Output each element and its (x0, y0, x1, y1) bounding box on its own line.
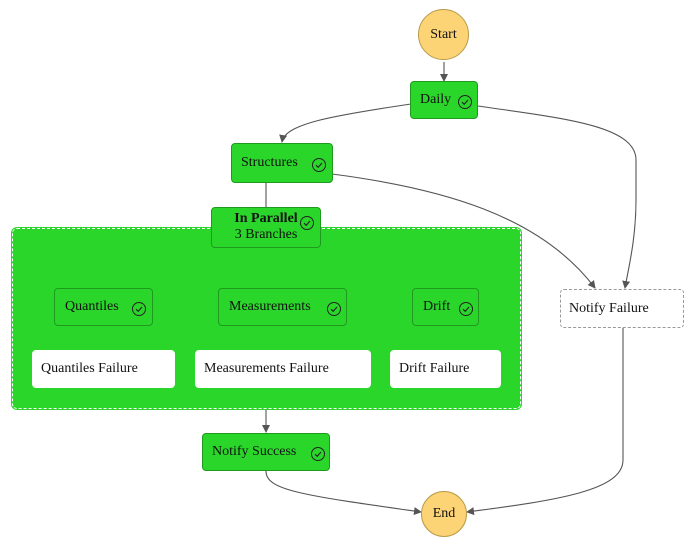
check-circle-icon (458, 95, 472, 109)
in-parallel-branches: 3 Branches (234, 227, 298, 242)
edge-structures-notify-failure (331, 173, 596, 289)
end-label: End (432, 506, 456, 521)
start-state[interactable]: Start (418, 9, 469, 60)
measurements-label: Measurements (229, 299, 311, 314)
end-state[interactable]: End (421, 491, 467, 537)
quantiles-label: Quantiles (65, 299, 119, 314)
quantiles-state[interactable]: Quantiles (54, 288, 153, 326)
in-parallel-title: In Parallel (234, 211, 298, 226)
check-circle-icon (311, 447, 325, 461)
edge-notify-failure-end (466, 328, 624, 516)
daily-state[interactable]: Daily (410, 81, 478, 119)
in-parallel-state[interactable]: In Parallel 3 Branches (211, 207, 321, 248)
quantiles-failure-state[interactable]: Quantiles Failure (32, 350, 175, 388)
edge-notify-success-end (265, 470, 422, 515)
edge-daily-notify-failure (477, 105, 637, 289)
notify-success-state[interactable]: Notify Success (202, 433, 330, 471)
drift-label: Drift (423, 299, 451, 314)
drift-failure-state[interactable]: Drift Failure (390, 350, 501, 388)
check-circle-icon (132, 302, 146, 316)
structures-state[interactable]: Structures (231, 143, 333, 183)
structures-label: Structures (241, 155, 298, 170)
check-circle-icon (327, 302, 341, 316)
notify-failure-label: Notify Failure (569, 300, 649, 316)
check-circle-icon (459, 302, 473, 316)
drift-state[interactable]: Drift (412, 288, 479, 326)
start-label: Start (430, 26, 457, 42)
drift-failure-label: Drift Failure (399, 361, 470, 376)
check-circle-icon (312, 158, 326, 172)
daily-label: Daily (420, 92, 452, 107)
measurements-failure-state[interactable]: Measurements Failure (195, 350, 371, 388)
measurements-state[interactable]: Measurements (218, 288, 347, 326)
notify-success-label: Notify Success (212, 444, 297, 459)
notify-failure-state[interactable]: Notify Failure (560, 289, 684, 328)
measurements-failure-label: Measurements Failure (204, 361, 329, 376)
quantiles-failure-label: Quantiles Failure (41, 361, 138, 376)
check-circle-icon (300, 216, 314, 230)
edge-daily-structures (279, 103, 412, 143)
